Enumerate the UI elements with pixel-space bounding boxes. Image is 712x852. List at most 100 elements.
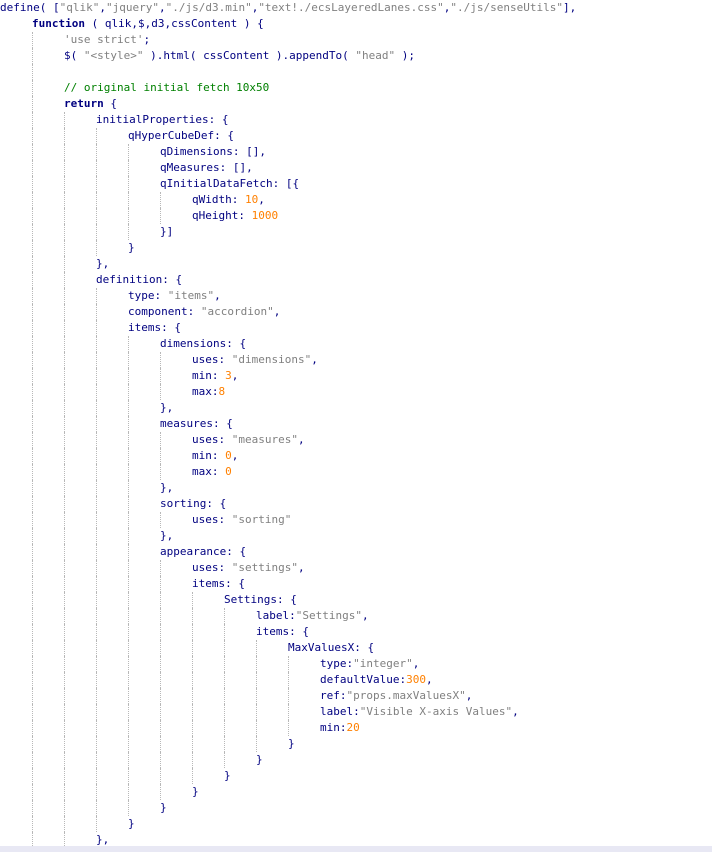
code-token: sorting: { bbox=[160, 497, 227, 510]
indent-guide bbox=[160, 688, 161, 704]
code-text: // original initial fetch 10x50 bbox=[64, 80, 269, 96]
code-line[interactable]: sorting: { bbox=[0, 496, 712, 512]
code-line[interactable]: label:"Settings", bbox=[0, 608, 712, 624]
code-line[interactable]: min: 3, bbox=[0, 368, 712, 384]
code-line[interactable]: } bbox=[0, 752, 712, 768]
code-line[interactable]: min:20 bbox=[0, 720, 712, 736]
indent-guide bbox=[128, 672, 129, 688]
code-line[interactable]: // original initial fetch 10x50 bbox=[0, 80, 712, 96]
indent-guide bbox=[96, 176, 97, 192]
indent-guide bbox=[96, 672, 97, 688]
code-token: } bbox=[128, 241, 135, 254]
indent-guide bbox=[64, 816, 65, 832]
code-line[interactable]: define( ["qlik","jquery","./js/d3.min","… bbox=[0, 0, 712, 16]
code-line[interactable]: } bbox=[0, 784, 712, 800]
code-line[interactable]: qMeasures: [], bbox=[0, 160, 712, 176]
code-line[interactable]: } bbox=[0, 240, 712, 256]
code-line[interactable]: label:"Visible X-axis Values", bbox=[0, 704, 712, 720]
indent-guide bbox=[128, 576, 129, 592]
code-line[interactable]: qDimensions: [], bbox=[0, 144, 712, 160]
code-line[interactable]: Settings: { bbox=[0, 592, 712, 608]
code-line[interactable]: }, bbox=[0, 400, 712, 416]
indent-guide bbox=[96, 608, 97, 624]
code-line[interactable]: return { bbox=[0, 96, 712, 112]
indent-guide bbox=[128, 496, 129, 512]
indent-guide bbox=[160, 208, 161, 224]
code-line[interactable]: }] bbox=[0, 224, 712, 240]
code-token: "jquery" bbox=[105, 1, 159, 14]
code-token: defaultValue: bbox=[320, 673, 407, 686]
code-line[interactable]: min: 0, bbox=[0, 448, 712, 464]
code-text: }, bbox=[160, 480, 173, 496]
indent-guide bbox=[64, 752, 65, 768]
code-line[interactable]: } bbox=[0, 800, 712, 816]
indent-guide bbox=[64, 496, 65, 512]
code-line[interactable]: appearance: { bbox=[0, 544, 712, 560]
code-line[interactable] bbox=[0, 64, 712, 80]
indent-guide bbox=[64, 592, 65, 608]
horizontal-scrollbar[interactable] bbox=[0, 846, 712, 852]
code-text: } bbox=[256, 752, 263, 768]
indent-guide bbox=[64, 608, 65, 624]
code-line[interactable]: } bbox=[0, 736, 712, 752]
indent-guide bbox=[64, 768, 65, 784]
indent-guide bbox=[128, 592, 129, 608]
code-line[interactable]: MaxValuesX: { bbox=[0, 640, 712, 656]
code-line[interactable]: qHeight: 1000 bbox=[0, 208, 712, 224]
indent-guide bbox=[128, 336, 129, 352]
indent-guide bbox=[32, 608, 33, 624]
code-line[interactable]: type:"integer", bbox=[0, 656, 712, 672]
code-text: Settings: { bbox=[224, 592, 297, 608]
code-text: initialProperties: { bbox=[96, 112, 228, 128]
code-line[interactable]: measures: { bbox=[0, 416, 712, 432]
indent-guide bbox=[288, 656, 289, 672]
code-line[interactable]: function ( qlik,$,d3,cssContent ) { bbox=[0, 16, 712, 32]
code-line[interactable]: dimensions: { bbox=[0, 336, 712, 352]
indent-guide bbox=[96, 432, 97, 448]
code-line[interactable]: uses: "dimensions", bbox=[0, 352, 712, 368]
code-line[interactable]: $( "<style>" ).html( cssContent ).append… bbox=[0, 48, 712, 64]
indent-guide bbox=[128, 528, 129, 544]
code-line[interactable]: definition: { bbox=[0, 272, 712, 288]
code-line[interactable]: defaultValue:300, bbox=[0, 672, 712, 688]
code-line[interactable]: 'use strict'; bbox=[0, 32, 712, 48]
indent-guide bbox=[96, 592, 97, 608]
indent-guide bbox=[96, 736, 97, 752]
code-token: uses: bbox=[192, 561, 232, 574]
code-token: }, bbox=[160, 529, 174, 542]
code-line[interactable]: uses: "measures", bbox=[0, 432, 712, 448]
code-line[interactable]: items: { bbox=[0, 576, 712, 592]
code-token: "qlik" bbox=[59, 1, 100, 14]
code-line[interactable]: component: "accordion", bbox=[0, 304, 712, 320]
code-line[interactable]: uses: "settings", bbox=[0, 560, 712, 576]
code-line[interactable]: }, bbox=[0, 256, 712, 272]
code-line[interactable]: }, bbox=[0, 480, 712, 496]
code-text: label:"Visible X-axis Values", bbox=[320, 704, 519, 720]
code-line[interactable]: }, bbox=[0, 832, 712, 848]
indent-guide bbox=[256, 672, 257, 688]
indent-guide bbox=[192, 672, 193, 688]
code-line[interactable]: ref:"props.maxValuesX", bbox=[0, 688, 712, 704]
code-line[interactable]: }, bbox=[0, 528, 712, 544]
code-token: 20 bbox=[346, 721, 360, 734]
code-line[interactable]: qWidth: 10, bbox=[0, 192, 712, 208]
code-line[interactable]: } bbox=[0, 768, 712, 784]
code-line[interactable]: qInitialDataFetch: [{ bbox=[0, 176, 712, 192]
code-line[interactable]: items: { bbox=[0, 624, 712, 640]
code-line[interactable]: max:8 bbox=[0, 384, 712, 400]
code-line[interactable]: } bbox=[0, 816, 712, 832]
code-text: uses: "measures", bbox=[192, 432, 305, 448]
indent-guide bbox=[96, 784, 97, 800]
indent-guide bbox=[64, 208, 65, 224]
code-line[interactable]: initialProperties: { bbox=[0, 112, 712, 128]
code-line[interactable]: qHyperCubeDef: { bbox=[0, 128, 712, 144]
code-line[interactable]: uses: "sorting" bbox=[0, 512, 712, 528]
indent-guide bbox=[192, 736, 193, 752]
code-line[interactable]: max: 0 bbox=[0, 464, 712, 480]
code-text: min: 0, bbox=[192, 448, 238, 464]
code-line[interactable]: type: "items", bbox=[0, 288, 712, 304]
code-line[interactable]: items: { bbox=[0, 320, 712, 336]
indent-guide bbox=[128, 480, 129, 496]
indent-guide bbox=[256, 688, 257, 704]
